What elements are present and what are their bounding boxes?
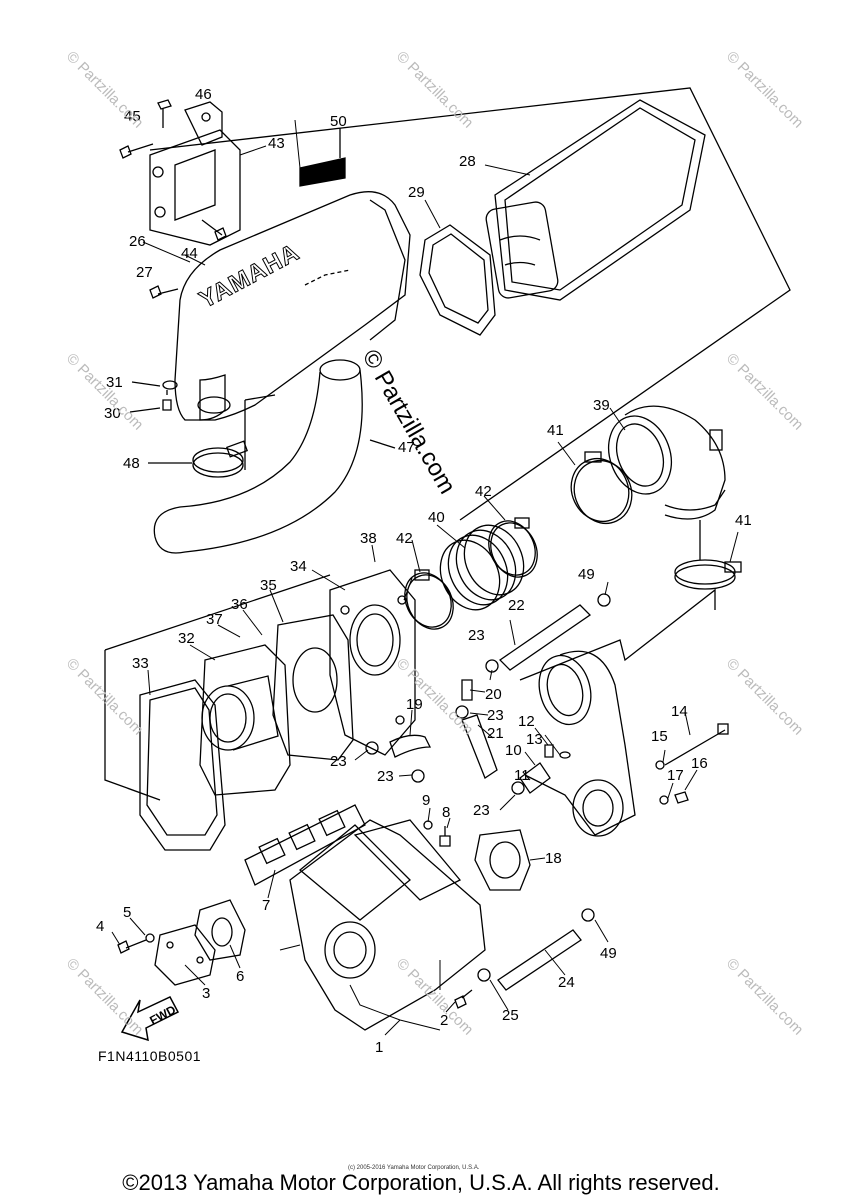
exhaust-elbow-part-10: [524, 650, 636, 837]
callout-23-d[interactable]: 23: [377, 768, 394, 785]
label-part-50: [299, 157, 346, 187]
callout-17[interactable]: 17: [667, 767, 684, 784]
gasket-part-29: [419, 224, 496, 336]
callout-19[interactable]: 19: [406, 696, 423, 713]
clamp-part-42: [404, 517, 538, 630]
callout-5[interactable]: 5: [123, 904, 132, 921]
callout-44[interactable]: 44: [181, 245, 198, 262]
callout-26[interactable]: 26: [129, 233, 146, 250]
callout-34[interactable]: 34: [290, 558, 307, 575]
frame-outline-right: [519, 588, 716, 681]
fwd-arrow: [120, 996, 180, 1042]
callout-15[interactable]: 15: [651, 728, 668, 745]
gasket-part-7: [244, 804, 366, 886]
callout-42-b[interactable]: 42: [396, 530, 413, 547]
callout-16[interactable]: 16: [691, 755, 708, 772]
callout-42-a[interactable]: 42: [475, 483, 492, 500]
callout-4[interactable]: 4: [96, 918, 105, 935]
hoses-small: [389, 604, 592, 991]
gasket-part-33: [139, 679, 226, 851]
callout-50[interactable]: 50: [330, 113, 347, 130]
callout-23-c[interactable]: 23: [330, 753, 347, 770]
callout-25[interactable]: 25: [502, 1007, 519, 1024]
small-copyright: (c) 2005-2016 Yamaha Motor Corporation, …: [348, 1165, 480, 1171]
callout-27[interactable]: 27: [136, 264, 153, 281]
callout-38[interactable]: 38: [360, 530, 377, 547]
gasket-part-6: [194, 899, 246, 961]
bracket-part-43: [149, 101, 241, 246]
cover-part-3: [154, 924, 216, 986]
callout-43[interactable]: 43: [268, 135, 285, 152]
diagram-code: F1N4110B0501: [98, 1048, 202, 1064]
callout-14[interactable]: 14: [671, 703, 688, 720]
callout-33[interactable]: 33: [132, 655, 149, 672]
callout-46[interactable]: 46: [195, 86, 212, 103]
callout-7[interactable]: 7: [262, 897, 271, 914]
callout-37[interactable]: 37: [206, 611, 223, 628]
frame-outline-upper: [149, 87, 791, 521]
gasket-part-35: [272, 614, 354, 761]
callout-41-a[interactable]: 41: [547, 422, 564, 439]
callout-28[interactable]: 28: [459, 153, 476, 170]
callout-49-b[interactable]: 49: [600, 945, 617, 962]
callout-20[interactable]: 20: [485, 686, 502, 703]
housing-part-26: [174, 191, 411, 421]
leader-lines: [111, 119, 739, 1036]
callout-13[interactable]: 13: [526, 731, 543, 748]
callout-49-a[interactable]: 49: [578, 566, 595, 583]
clamp-part-41-lower: [674, 520, 742, 590]
clamp-part-41-upper: [570, 451, 633, 524]
callout-22[interactable]: 22: [508, 597, 525, 614]
clamp-part-48: [148, 440, 249, 478]
callout-23-e[interactable]: 23: [473, 802, 490, 819]
airbox-part-28: [485, 99, 706, 301]
bolt-part-14: [664, 729, 726, 766]
callout-40[interactable]: 40: [428, 509, 445, 526]
manifold-part-1: [289, 819, 486, 1031]
hose-part-47: [153, 359, 396, 554]
callout-1[interactable]: 1: [375, 1039, 384, 1056]
fasteners: [117, 760, 689, 1009]
gasket-part-18: [474, 829, 531, 891]
frame-outline-lower: [104, 650, 161, 801]
callout-35[interactable]: 35: [260, 577, 277, 594]
callout-36[interactable]: 36: [231, 596, 248, 613]
elbow-part-39: [608, 405, 726, 520]
copyright-footer: ©2013 Yamaha Motor Corporation, U.S.A. A…: [122, 1170, 720, 1195]
frame-outline-left: [104, 574, 331, 651]
callout-6[interactable]: 6: [236, 968, 245, 985]
callout-23-a[interactable]: 23: [468, 627, 485, 644]
callout-21[interactable]: 21: [487, 725, 504, 742]
callout-12[interactable]: 12: [518, 713, 535, 730]
callout-18[interactable]: 18: [545, 850, 562, 867]
callout-30[interactable]: 30: [104, 405, 121, 422]
callout-48[interactable]: 48: [123, 455, 140, 472]
callout-8[interactable]: 8: [442, 804, 451, 821]
callout-29[interactable]: 29: [408, 184, 425, 201]
callout-3[interactable]: 3: [202, 985, 211, 1002]
bellows-part-40: [439, 524, 525, 611]
callout-45[interactable]: 45: [124, 108, 141, 125]
callout-31[interactable]: 31: [106, 374, 123, 391]
bolts-small: [119, 99, 227, 413]
callout-47[interactable]: 47: [398, 439, 415, 456]
callout-10[interactable]: 10: [505, 742, 522, 759]
callout-32[interactable]: 32: [178, 630, 195, 647]
callout-11[interactable]: 11: [514, 767, 530, 784]
callout-24[interactable]: 24: [558, 974, 575, 991]
callout-2[interactable]: 2: [440, 1012, 449, 1029]
callout-41-b[interactable]: 41: [735, 512, 752, 529]
callout-9[interactable]: 9: [422, 792, 431, 809]
callout-23-b[interactable]: 23: [487, 707, 504, 724]
flange-part-32: [199, 644, 291, 796]
callout-39[interactable]: 39: [593, 397, 610, 414]
